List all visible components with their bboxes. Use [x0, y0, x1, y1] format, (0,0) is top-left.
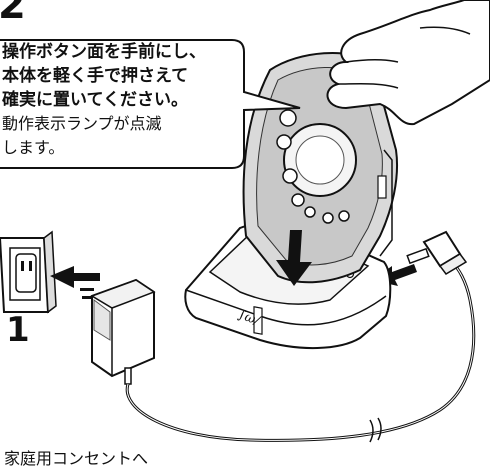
wall-outlet	[0, 230, 57, 314]
power-cable	[125, 260, 476, 443]
step-number-1: 1	[6, 310, 30, 350]
step-number-2: 2	[0, 0, 26, 28]
hand	[326, 0, 490, 126]
plug-arrow	[50, 266, 100, 288]
footer-caption: 家庭用コンセントへ	[4, 449, 149, 468]
callout-line-5: します。	[2, 138, 65, 157]
callout-line-1: 操作ボタン面を手前にし、	[2, 42, 206, 62]
insert-arrow	[276, 230, 312, 286]
player-device	[242, 52, 399, 284]
dc-plug	[406, 230, 468, 275]
callout-line-2: 本体を軽く手で押さえて	[2, 66, 189, 86]
callout-line-4: 動作表示ランプが点滅	[2, 114, 162, 133]
callout-bubble	[0, 39, 301, 169]
callout-line-3: 確実に置いてください。	[2, 90, 188, 110]
ac-adapter	[80, 278, 156, 385]
